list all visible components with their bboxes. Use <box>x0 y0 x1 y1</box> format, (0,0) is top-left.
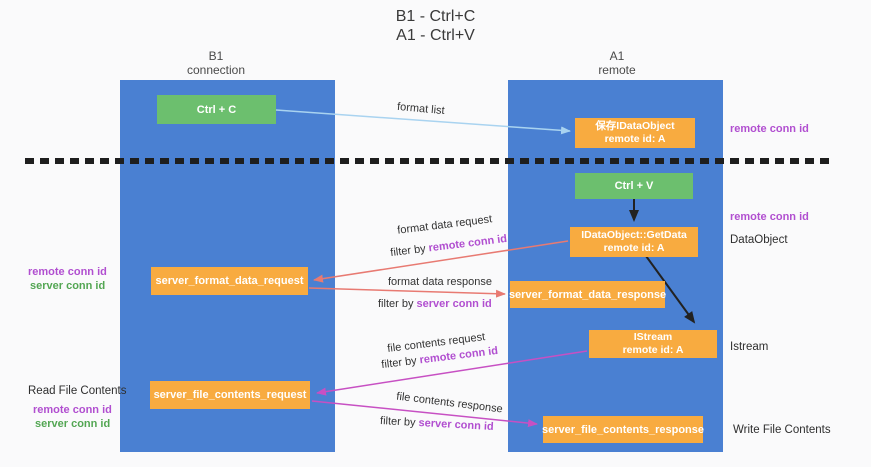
node-server-file-contents-response: server_file_contents_response <box>541 416 705 443</box>
lane-b1-name: B1 <box>208 49 224 63</box>
node-save-idataobject-line2: remote id: A <box>604 133 666 145</box>
lane-a1-name: A1 <box>609 49 625 63</box>
annotation-read-file-contents: Read File Contents <box>28 385 127 397</box>
lane-a1-subtitle: remote <box>598 63 636 77</box>
server-conn-id-text: server conn id <box>418 417 494 433</box>
annotation-remote-conn-id-mid: remote conn id <box>730 211 809 223</box>
node-format-request-label: server_format_data_request <box>155 275 304 287</box>
node-format-response-label: server_format_data_response <box>508 288 667 301</box>
filter-by-text: filter by <box>378 298 414 310</box>
annotation-left-server-conn-id-1: server conn id <box>30 280 106 292</box>
node-save-idataobject: 保存IDataObject remote id: A <box>575 118 695 148</box>
annotation-dataobject: DataObject <box>730 234 788 246</box>
diagram-title: B1 - Ctrl+C A1 - Ctrl+V <box>0 7 871 45</box>
title-line-1: B1 - Ctrl+C <box>395 8 476 25</box>
remote-conn-id-text: remote conn id <box>427 232 508 255</box>
phase-divider-dashed-line <box>25 158 835 164</box>
lane-b1-subtitle: connection <box>186 63 246 77</box>
title-line-2: A1 - Ctrl+V <box>396 27 475 44</box>
node-idataobject-getdata: IDataObject::GetData remote id: A <box>570 227 698 257</box>
node-ctrl-v-label: Ctrl + V <box>614 180 654 192</box>
node-istream: IStream remote id: A <box>589 330 717 358</box>
label-format-list: format list <box>396 100 446 118</box>
filter-by-text: filter by <box>380 354 418 372</box>
label-format-data-response: format data response <box>388 276 492 288</box>
annotation-left-remote-conn-id-2: remote conn id <box>33 404 112 416</box>
annotation-left-remote-conn-id-1: remote conn id <box>28 266 107 278</box>
node-getdata-line2: remote id: A <box>603 242 665 254</box>
lane-header-a1: A1 remote <box>537 49 697 77</box>
node-file-response-label: server_file_contents_response <box>541 423 705 436</box>
node-save-idataobject-line1: 保存IDataObject <box>595 120 675 132</box>
annotation-left-server-conn-id-2: server conn id <box>35 418 111 430</box>
annotation-write-file-contents: Write File Contents <box>733 424 831 436</box>
node-istream-line1: IStream <box>633 331 673 343</box>
node-server-format-data-response: server_format_data_response <box>508 281 667 308</box>
node-server-format-data-request: server_format_data_request <box>151 267 308 295</box>
arrow-format-data-response <box>308 287 506 298</box>
label-filter-by-remote-1: filter by remote conn id <box>390 233 508 259</box>
node-server-file-contents-request: server_file_contents_request <box>150 381 310 409</box>
label-file-contents-response: file contents response <box>395 390 504 416</box>
node-ctrl-c: Ctrl + C <box>157 95 276 124</box>
server-conn-id-text: server conn id <box>416 298 492 310</box>
label-filter-by-server-1: filter by server conn id <box>378 298 492 310</box>
node-ctrl-c-label: Ctrl + C <box>196 103 237 116</box>
filter-by-text: filter by <box>389 242 427 260</box>
filter-by-text: filter by <box>379 415 416 429</box>
annotation-istream: Istream <box>730 341 769 353</box>
label-filter-by-server-2: filter by server conn id <box>380 415 494 433</box>
node-ctrl-v: Ctrl + V <box>575 173 693 199</box>
annotation-remote-conn-id-top: remote conn id <box>730 123 809 135</box>
lane-header-b1: B1 connection <box>136 49 296 77</box>
label-format-data-request: format data request <box>396 213 493 237</box>
node-istream-line2: remote id: A <box>622 344 684 356</box>
node-file-request-label: server_file_contents_request <box>153 389 307 401</box>
node-getdata-line1: IDataObject::GetData <box>581 229 687 241</box>
